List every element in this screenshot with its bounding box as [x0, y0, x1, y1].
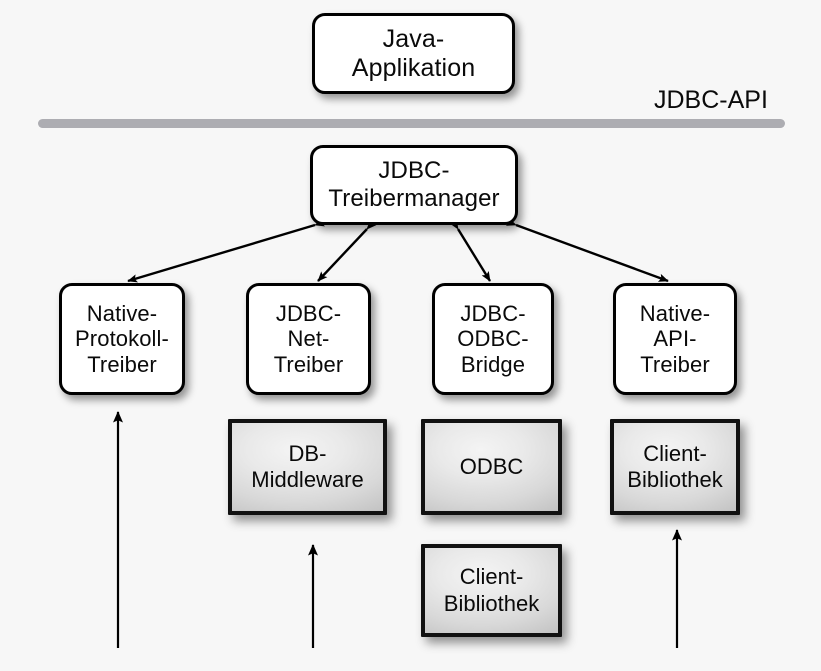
arrow-manager-jdbc-odbc	[449, 218, 492, 282]
node-client-bibliothek-odbc[interactable]: Client- Bibliothek	[421, 544, 562, 637]
native-protokoll-treiber-line2: Protokoll-	[75, 326, 169, 352]
node-client-bibliothek-right[interactable]: Client- Bibliothek	[610, 419, 740, 515]
jdbc-odbc-bridge-line3: Bridge	[460, 351, 526, 377]
db-middleware-line1: DB-	[288, 440, 327, 466]
jdbc-odbc-bridge-line2: ODBC-	[457, 326, 529, 352]
java-applikation-line2: Applikation	[351, 53, 476, 82]
java-applikation-line1: Java-	[382, 24, 445, 53]
odbc-line1: ODBC	[459, 453, 524, 479]
client-bibliothek-odbc-line2: Bibliothek	[443, 590, 540, 616]
native-api-treiber-line1: Native-	[639, 300, 711, 326]
native-api-treiber-line3: Treiber	[640, 351, 710, 377]
node-native-api-treiber[interactable]: Native- API- Treiber	[613, 283, 737, 395]
jdbc-treibermanager-line2: Treibermanager	[328, 185, 500, 212]
client-bibliothek-odbc-line1: Client-	[459, 564, 524, 590]
jdbc-net-treiber-line2: Net-	[287, 326, 330, 352]
arrow-manager-jdbc-net	[317, 219, 377, 282]
node-jdbc-treibermanager[interactable]: JDBC- Treibermanager	[310, 145, 518, 225]
jdbc-net-treiber-line1: JDBC-	[275, 300, 342, 326]
node-jdbc-odbc-bridge[interactable]: JDBC- ODBC- Bridge	[432, 283, 554, 395]
jdbc-treibermanager-line1: JDBC-	[378, 157, 450, 185]
jdbc-api-separator-bar	[38, 119, 785, 128]
node-java-applikation[interactable]: Java- Applikation	[312, 13, 515, 94]
node-odbc[interactable]: ODBC	[421, 419, 562, 515]
db-middleware-line2: Middleware	[251, 467, 364, 492]
native-api-treiber-line2: API-	[653, 326, 697, 352]
jdbc-odbc-bridge-line1: JDBC-	[460, 300, 526, 326]
jdbc-api-label: JDBC-API	[654, 86, 768, 114]
native-protokoll-treiber-line1: Native-	[86, 300, 158, 326]
arrow-manager-native-api	[505, 217, 669, 283]
native-protokoll-treiber-line3: Treiber	[87, 351, 157, 377]
client-bibliothek-right-line2: Bibliothek	[627, 467, 723, 492]
node-jdbc-net-treiber[interactable]: JDBC- Net- Treiber	[246, 283, 371, 395]
arrow-manager-native-protokoll	[127, 218, 326, 283]
node-db-middleware[interactable]: DB- Middleware	[228, 419, 387, 515]
jdbc-net-treiber-line3: Treiber	[273, 351, 344, 377]
node-native-protokoll-treiber[interactable]: Native- Protokoll- Treiber	[59, 283, 185, 395]
client-bibliothek-right-line1: Client-	[643, 440, 707, 466]
